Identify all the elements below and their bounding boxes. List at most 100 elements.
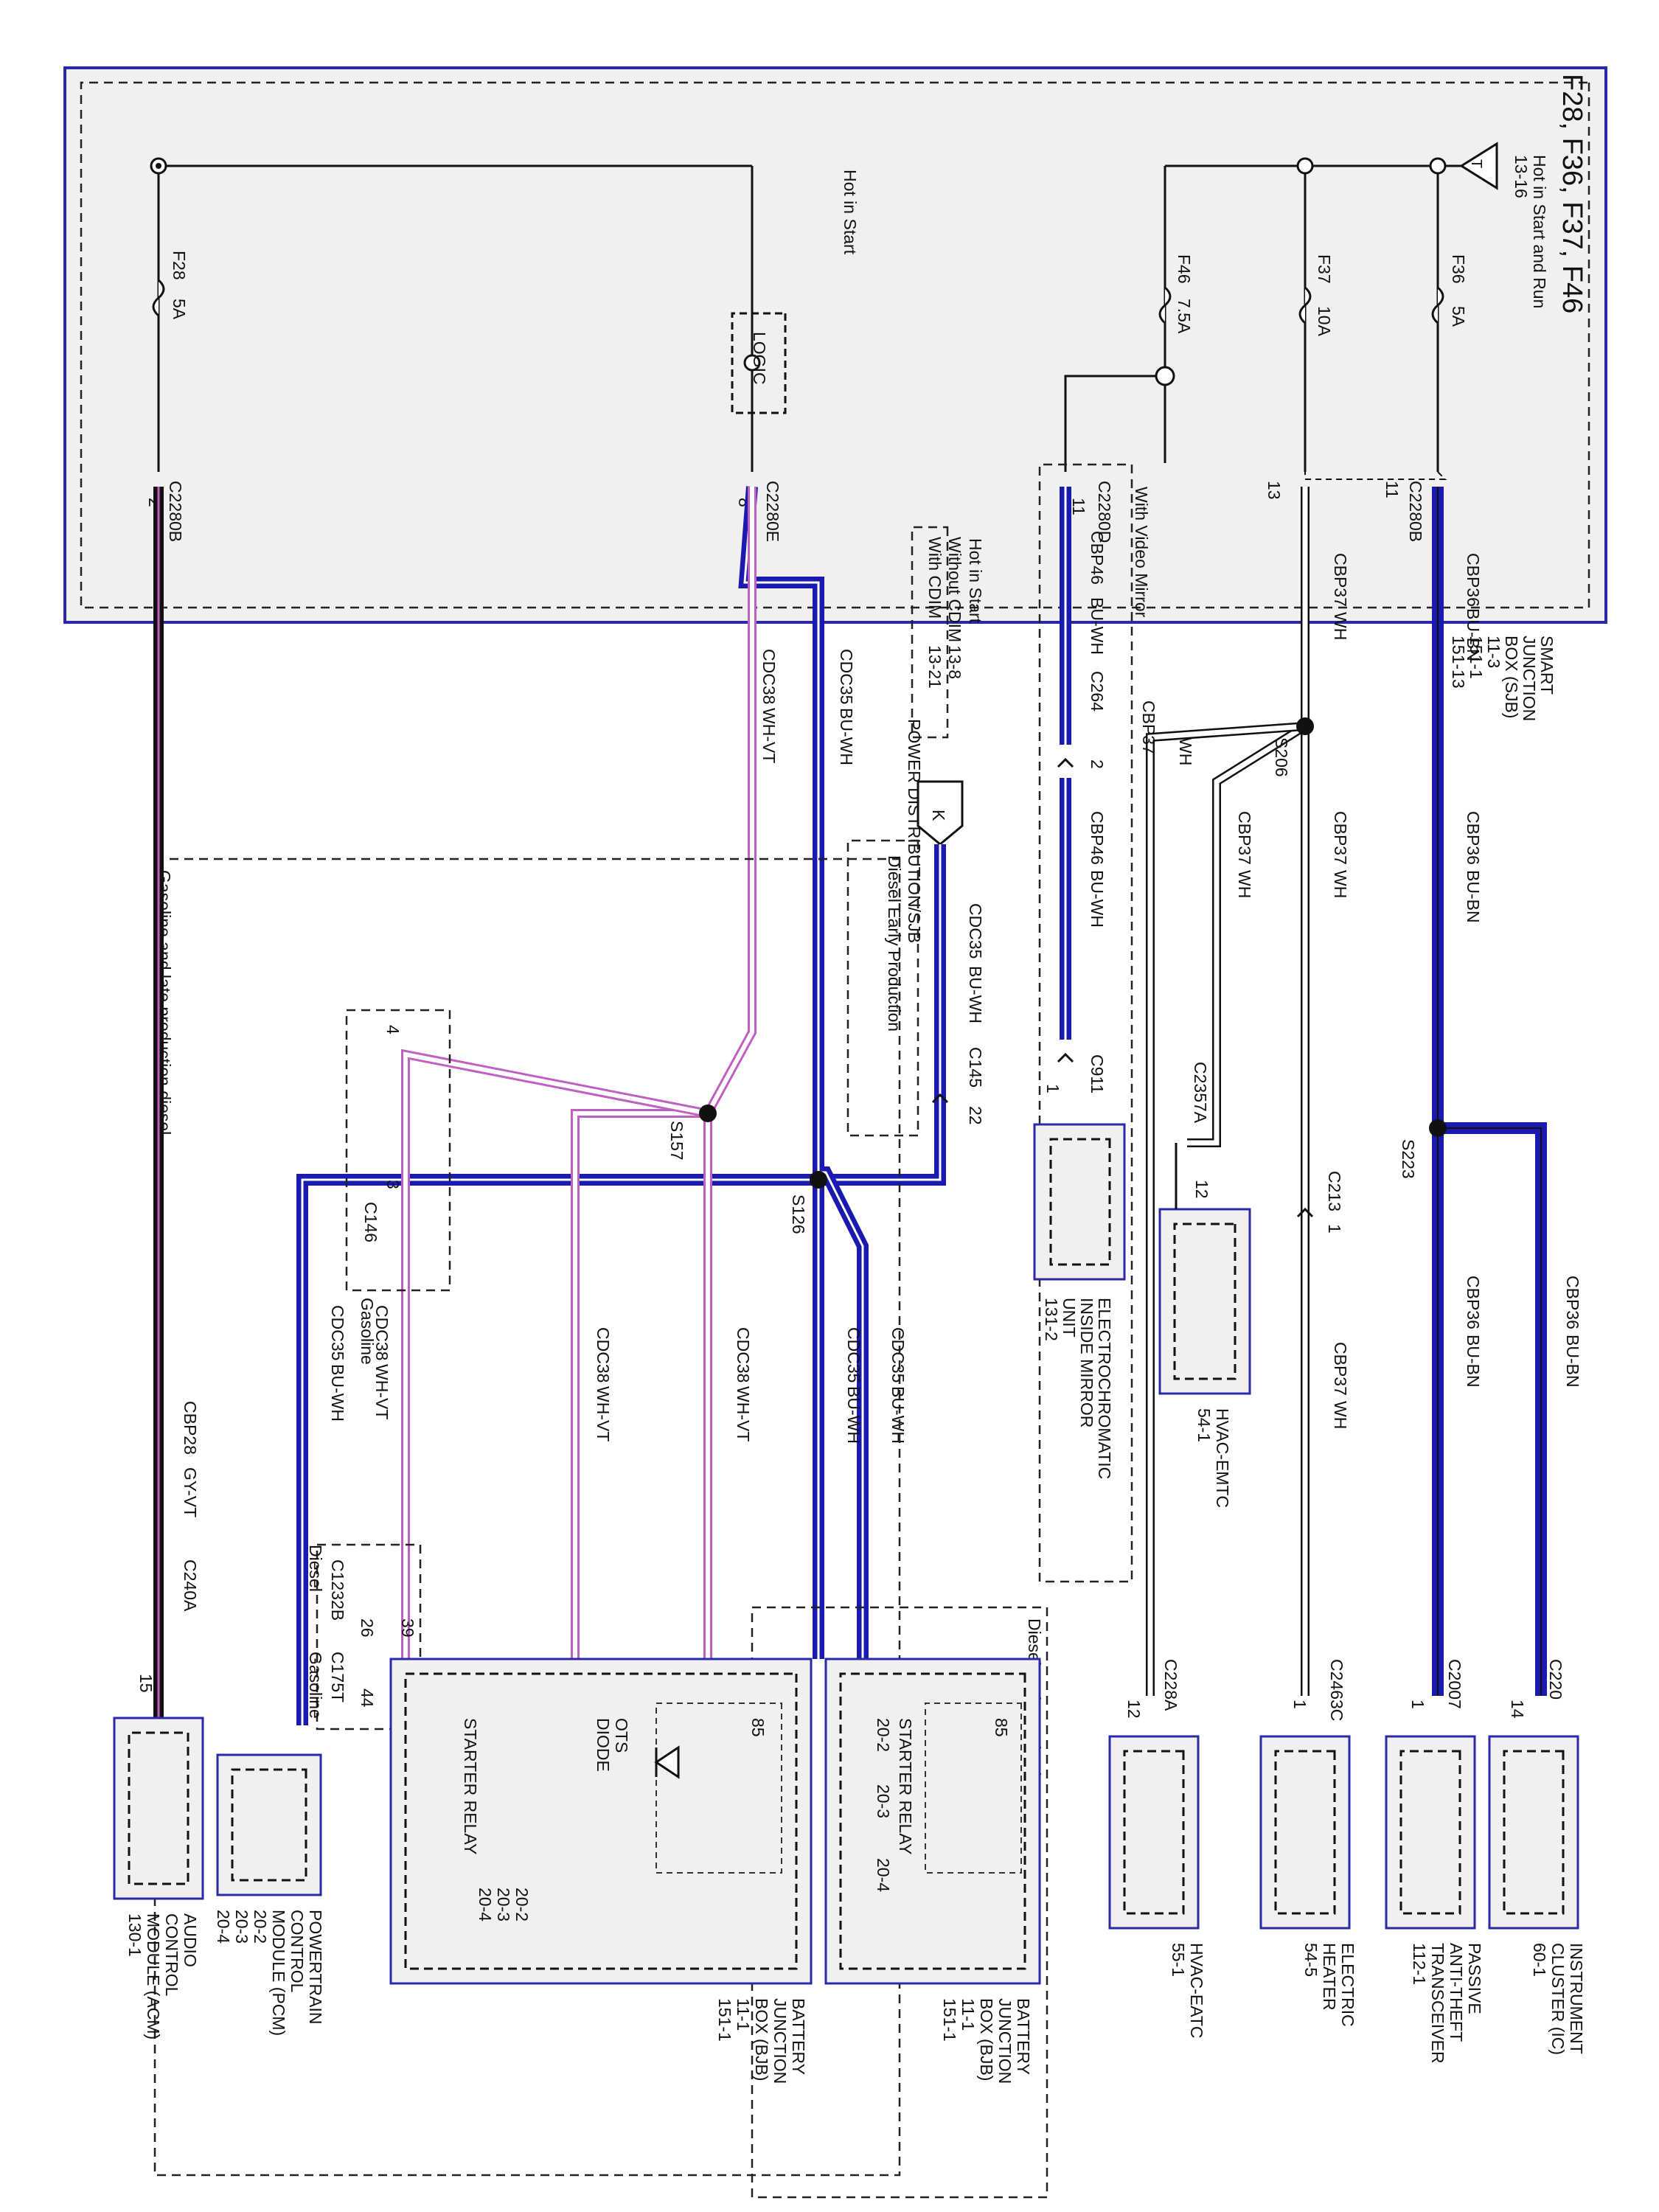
fuse-f37-name: F37 — [1315, 254, 1334, 284]
hvac-eatc-label: HVAC-EATC 55-1 — [1169, 1943, 1206, 2039]
c911-label: C911 — [1088, 1054, 1107, 1093]
c220-pin: 14 — [1508, 1700, 1527, 1719]
splice-s126 — [810, 1171, 827, 1189]
c146-pin4: 4 — [383, 1025, 403, 1034]
diagram-label: BU-BN — [1563, 1335, 1582, 1388]
c220-label: C220 — [1546, 1659, 1565, 1700]
diagram-label: BOX (SJB) — [1502, 636, 1521, 718]
diagram-label: WH — [1331, 1401, 1350, 1429]
diagram-label: TRANSCEIVER — [1428, 1943, 1447, 2064]
with-video-mirror-label: With Video Mirror — [1132, 487, 1151, 618]
gasoline-label: Gasoline — [358, 1298, 377, 1365]
diagram-label: 20-4 — [476, 1888, 495, 1921]
c911-pin: 1 — [1043, 1084, 1062, 1093]
hvac-emtc-label: HVAC-EMTC — [1213, 1408, 1232, 1508]
heater-label: ELECTRIC HEATER 54-5 — [1301, 1943, 1357, 2027]
diagram-label: WH — [1331, 870, 1350, 898]
diagram-label: UNIT — [1060, 1298, 1079, 1338]
c264-pin: 2 — [1088, 759, 1107, 769]
diagram-label: INSIDE MIRROR — [1077, 1298, 1096, 1427]
diagram-label: CDC38 — [372, 1305, 392, 1360]
c213-pin: 1 — [1325, 1224, 1344, 1234]
diagram-label: BU-BN — [1464, 608, 1483, 661]
diagram-label: ELECTROCHROMATIC — [1095, 1298, 1114, 1479]
diagram-label: 20-3 — [232, 1910, 251, 1944]
c1232b-label: C1232B — [328, 1559, 347, 1621]
diagram-label: WH-VT — [372, 1364, 392, 1419]
page-ref-k — [917, 780, 964, 846]
diagram-label: 54-5 — [1301, 1943, 1321, 1977]
c1232b-c175t-region — [316, 1543, 422, 1731]
pin11-top: 11 — [1382, 481, 1402, 498]
diagram-label: CBP37 — [1331, 1342, 1350, 1396]
pcm-component — [216, 1753, 322, 1896]
diagram-label: 39 — [398, 1618, 417, 1638]
c2280d-label: C2280D — [1095, 481, 1114, 543]
diagram-label: OTS — [612, 1718, 631, 1753]
c2280b-group — [1304, 471, 1447, 480]
acm-component — [113, 1717, 204, 1900]
diagram-label: PASSIVE — [1465, 1943, 1484, 2014]
logic-junction — [743, 354, 761, 372]
diagram-label: BU-WH — [328, 1364, 347, 1422]
ots-diode: OTS DIODE — [594, 1718, 680, 1779]
power-dist-label: POWER DISTRIBUTION/SJB — [905, 719, 924, 943]
diagram-label: WH — [1176, 737, 1195, 765]
wire-cdc35-k — [818, 844, 946, 1186]
c175t-label: C175T — [328, 1652, 347, 1703]
hot-in-start-note: Hot in Start — [966, 538, 985, 624]
hot-start-run-ref: 13-16 — [1512, 155, 1531, 198]
diagram-label: INSTRUMENT — [1567, 1943, 1586, 2054]
diagram-label: Gasoline — [306, 1652, 325, 1719]
diagram-label: CDC35 — [328, 1305, 347, 1360]
fuse-f37-icon — [1298, 286, 1312, 324]
pcm-label: POWERTRAIN CONTROL MODULE (PCM) 20-2 20-… — [214, 1910, 325, 2036]
diagram-label: DIODE — [594, 1718, 613, 1772]
diagram-label: MODULE (ACM) — [144, 1913, 163, 2039]
sjb-enclosure — [63, 66, 1607, 624]
electric-heater — [1259, 1735, 1351, 1930]
diagram-label: CBP36 — [1464, 553, 1483, 607]
ic-label: INSTRUMENT CLUSTER (IC) 60-1 — [1530, 1943, 1586, 2055]
bjb-diesel-early-relay: STARTER RELAY 20-2 20-3 20-4 — [874, 1718, 915, 1892]
diagram-label: CBP46 — [1088, 811, 1107, 865]
c264-symbol — [1057, 757, 1074, 768]
diagram-label: AUDIO — [181, 1913, 200, 1967]
c2280e-label: C2280E — [763, 481, 782, 542]
c2007-label: C2007 — [1445, 1659, 1464, 1709]
c240a-pin: 15 — [136, 1674, 156, 1693]
hot-start-run-label: Hot in Start and Run — [1530, 155, 1549, 308]
fuse-f46-amps: 7.5A — [1175, 299, 1194, 334]
diagram-label: CBP37 — [1139, 700, 1158, 754]
c146-label: C146 — [361, 1202, 380, 1242]
diagram-label: BATTERY — [1014, 1998, 1033, 2075]
diagram-label: CBP46 — [1088, 531, 1107, 585]
diagram-label: WH — [1235, 870, 1254, 898]
c2357a-label: C2357A — [1191, 1062, 1210, 1124]
diagram-label: WH — [1331, 612, 1350, 640]
c2357a-pin: 12 — [1192, 1180, 1211, 1199]
diagram-label: JUNCTION — [771, 1998, 790, 2084]
sjb-label: SMART JUNCTION BOX (SJB) 11-3 151-1 151-… — [1449, 636, 1557, 721]
bjb-main-label: BATTERY JUNCTION BOX (BJB) 11-1 151-1 — [715, 1998, 808, 2084]
diagram-label: WH-VT — [759, 708, 779, 763]
diagram-label: 151-1 — [940, 1998, 959, 2042]
fuse-f28-icon — [152, 279, 165, 317]
diagram-label: BU-BN — [1464, 1335, 1483, 1388]
diagram-label: CBP36 — [1464, 1276, 1483, 1329]
diagram-label: BU-WH — [837, 708, 856, 765]
diagram-label: 44 — [358, 1688, 377, 1708]
diagram-label: 11-3 — [1484, 636, 1503, 668]
splice-s157-label: S157 — [667, 1121, 686, 1161]
diagram-label: 11-1 — [734, 1998, 753, 2031]
page-title: F28, F36, F37, F46 — [1557, 74, 1587, 313]
diagram-label: 85 — [992, 1718, 1011, 1737]
diagram-label: BU-WH — [966, 966, 985, 1023]
diagram-label: 151-1 — [1467, 636, 1486, 679]
diagram-label: HEATER — [1320, 1943, 1339, 2011]
diagram-label: ELECTRIC — [1338, 1943, 1357, 2027]
diagram-label: CBP36 — [1563, 1276, 1582, 1329]
diagram-label: 11-1 — [959, 1998, 978, 2031]
fuse-f36-icon — [1431, 286, 1444, 324]
